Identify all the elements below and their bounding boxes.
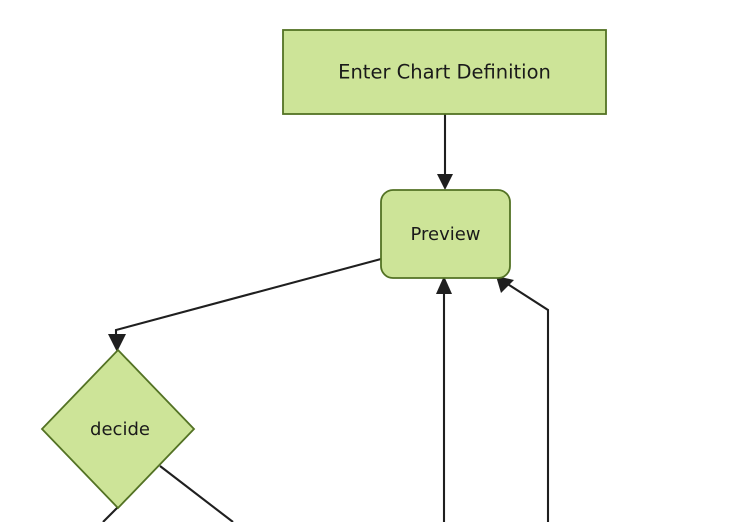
edge-decide-bottom-right[interactable] [159, 465, 234, 522]
edge-decide-bottom-left-line [102, 506, 119, 522]
node-enter-chart-definition-shape [282, 29, 607, 115]
edge-bottom-center-to-preview[interactable] [436, 276, 452, 522]
edge-bottom-right-to-preview[interactable] [496, 276, 550, 522]
edge-bottom-center-to-preview-arrowhead [436, 276, 452, 294]
node-preview-label: Preview [410, 224, 480, 245]
node-decide[interactable]: decide [40, 348, 196, 510]
node-decide-shape [40, 348, 196, 510]
edge-decide-bottom-right-line [159, 465, 234, 522]
edge-enter-to-preview-arrowhead [437, 174, 453, 190]
edge-bottom-right-to-preview-arrowhead [496, 276, 514, 293]
edge-preview-to-decide[interactable] [108, 257, 382, 352]
node-preview-shape [380, 189, 511, 279]
edge-preview-to-decide-line [114, 257, 382, 343]
node-enter-chart-definition[interactable]: Enter Chart Definition [282, 29, 607, 115]
edge-enter-to-preview[interactable] [437, 114, 453, 190]
edge-decide-bottom-left[interactable] [102, 506, 119, 522]
node-decide-label: decide [90, 419, 150, 440]
node-enter-chart-definition-label: Enter Chart Definition [338, 61, 551, 84]
node-layer: Enter Chart Definition Preview decide [40, 29, 607, 510]
edge-bottom-right-to-preview-line [502, 280, 550, 522]
edge-preview-to-decide-arrowhead [108, 334, 126, 352]
edge-layer [102, 114, 550, 522]
node-preview[interactable]: Preview [380, 189, 511, 279]
